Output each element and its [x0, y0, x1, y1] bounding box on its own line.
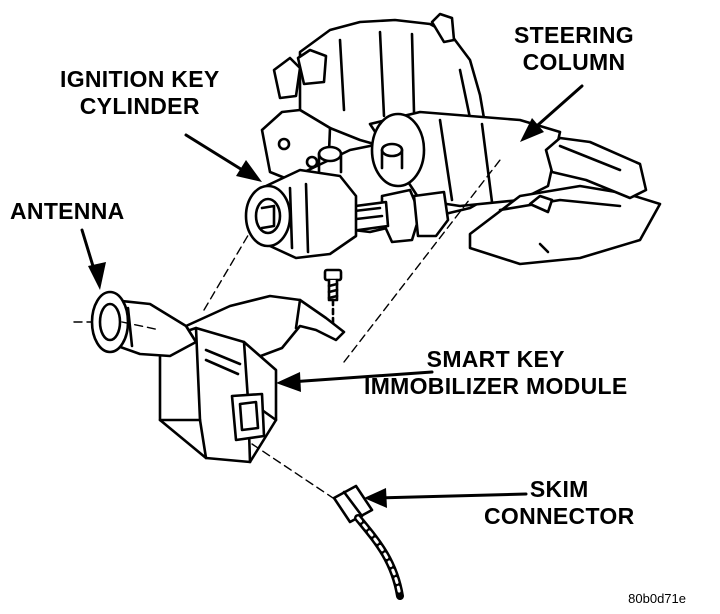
- label-ignition-key-cylinder-line-1: IGNITION KEY: [60, 66, 220, 92]
- label-steering-column: STEERING COLUMN: [514, 22, 634, 76]
- arrow-steering-column: [528, 84, 584, 134]
- skim-connector-part: [332, 484, 404, 600]
- skim-module-part: [158, 294, 346, 464]
- label-steering-column-line-2: COLUMN: [522, 49, 626, 75]
- arrowhead-ignition-key-cylinder: [236, 160, 262, 182]
- label-skim-connector: SKIM CONNECTOR: [484, 476, 635, 530]
- arrowhead-smart-key-immobilizer-module: [276, 372, 301, 392]
- figure-id: 80b0d71e: [628, 591, 686, 606]
- label-antenna: ANTENNA: [10, 198, 125, 225]
- label-ignition-key-cylinder-line-2: CYLINDER: [79, 93, 200, 119]
- arrowhead-antenna: [88, 262, 106, 290]
- ignition-key-cylinder-part: [244, 168, 358, 260]
- label-smart-key-immobilizer-module-line-1: SMART KEY: [426, 346, 565, 372]
- arrowhead-skim-connector: [364, 488, 387, 508]
- label-smart-key-immobilizer-module: SMART KEY IMMOBILIZER MODULE: [364, 346, 628, 400]
- arrow-skim-connector: [376, 492, 528, 500]
- label-smart-key-immobilizer-module-line-2: IMMOBILIZER MODULE: [364, 373, 628, 399]
- arrowhead-steering-column: [520, 118, 544, 142]
- label-skim-connector-line-2: CONNECTOR: [484, 503, 635, 529]
- label-skim-connector-line-1: SKIM: [529, 476, 589, 502]
- antenna-ring: [90, 290, 198, 358]
- label-antenna-line-1: ANTENNA: [10, 198, 125, 224]
- arrow-heads: [88, 118, 544, 508]
- arrow-smart-key-immobilizer-module: [288, 370, 434, 384]
- label-ignition-key-cylinder: IGNITION KEY CYLINDER: [60, 66, 220, 120]
- mounting-screw: [323, 268, 343, 332]
- assembly-guide-lines: [73, 159, 501, 501]
- label-steering-column-line-1: STEERING: [514, 22, 634, 48]
